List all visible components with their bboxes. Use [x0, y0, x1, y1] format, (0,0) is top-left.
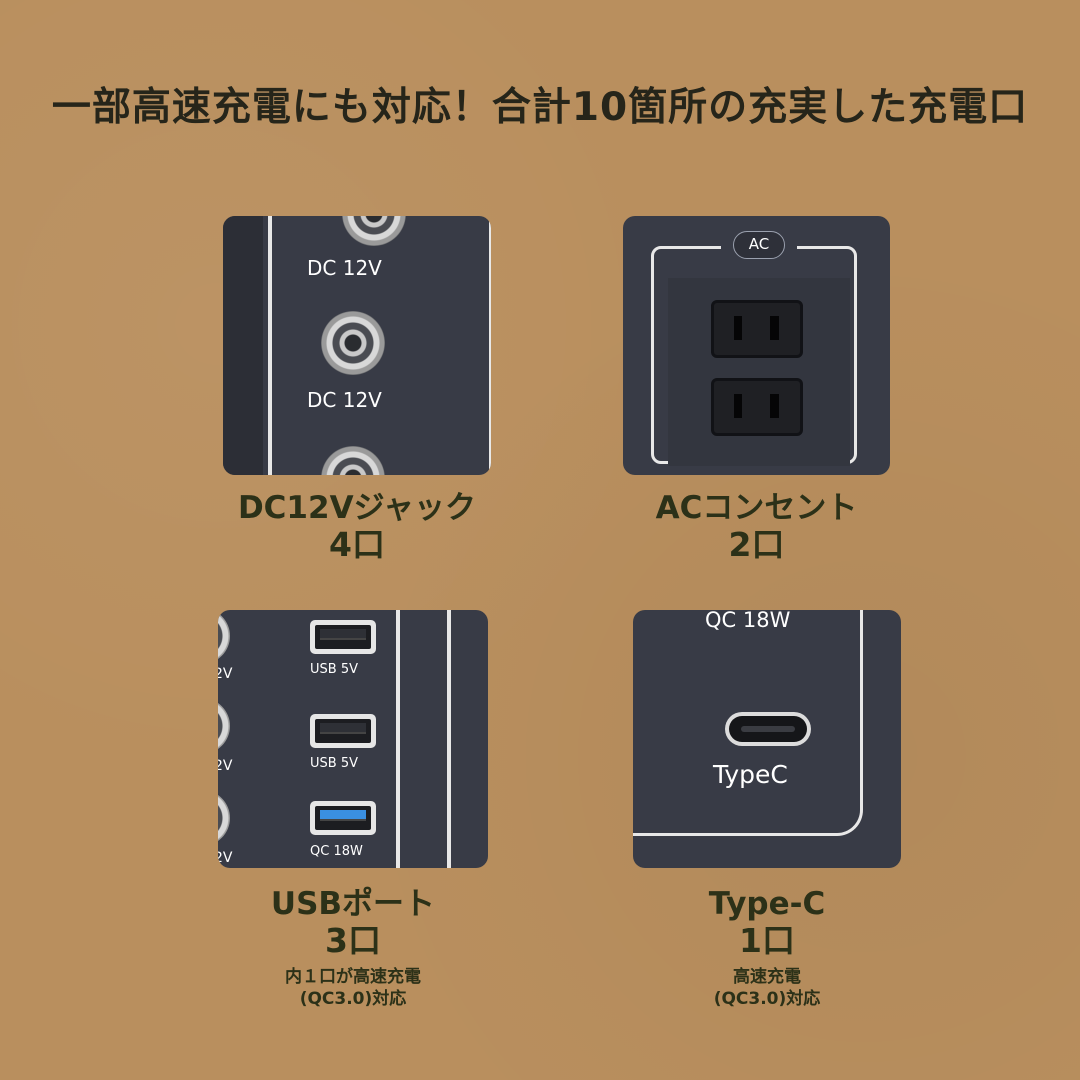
panel-border-line — [489, 216, 491, 475]
usb-port-2 — [310, 714, 376, 748]
dc-label-1: DC 12V — [307, 256, 382, 280]
headline: 一部高速充電にも対応！合計10箇所の充実した充電口 — [51, 85, 1029, 130]
ac-caption-count: 2口 — [728, 525, 785, 564]
usb-border-line-1 — [396, 610, 400, 868]
usb-border-line-2 — [447, 610, 451, 868]
dc-label-2: DC 12V — [307, 388, 382, 412]
usb-port-label-3: QC 18W — [310, 844, 363, 859]
typec-caption-note-2: (QC3.0)対応 — [713, 989, 821, 1009]
panel-edge-shadow — [223, 216, 263, 475]
usb-port-1 — [310, 620, 376, 654]
usb-caption-title: USBポート — [270, 886, 436, 922]
usb-side-jack-2 — [218, 698, 230, 754]
typec-port — [725, 712, 811, 746]
typec-caption-note-1: 高速充電 — [733, 967, 801, 987]
usb-caption-count: 3口 — [325, 921, 381, 960]
usb-port-3 — [310, 801, 376, 835]
typec-top-label: QC 18W — [705, 610, 791, 632]
usb-side-jack-1 — [218, 610, 230, 664]
usb-caption: USBポート 3口 内１口が高速充電 (QC3.0)対応 — [218, 886, 488, 1010]
ac-outlet-1 — [711, 300, 803, 358]
ac-caption-title: ACコンセント — [655, 490, 858, 526]
usb-side-jack-3 — [218, 790, 230, 846]
dc-jack-bottom — [321, 446, 385, 475]
usb-side-label-2: 2V — [218, 758, 233, 774]
usb-side-label-3: 2V — [218, 850, 233, 866]
typec-port-label: TypeC — [713, 760, 788, 789]
typec-caption: Type-C 1口 高速充電 (QC3.0)対応 — [633, 886, 901, 1010]
dc-jack-middle — [321, 311, 385, 375]
panel-border-line-left — [268, 216, 272, 475]
usb-port-label-2: USB 5V — [310, 756, 358, 771]
ac-outlet-photo: AC — [623, 216, 890, 475]
dc-caption-count: 4口 — [329, 525, 385, 564]
usb-caption-note-2: (QC3.0)対応 — [299, 989, 407, 1009]
ac-outlet-2 — [711, 378, 803, 436]
usb-caption-note-1: 内１口が高速充電 — [285, 967, 421, 987]
usb-port-photo: 2V 2V 2V USB 5V USB 5V QC 18W — [218, 610, 488, 868]
usb-side-label-1: 2V — [218, 666, 233, 682]
ac-badge-label: AC — [748, 235, 770, 253]
ac-caption: ACコンセント 2口 — [623, 490, 890, 564]
typec-caption-title: Type-C — [708, 886, 826, 922]
typec-frame-line — [633, 610, 863, 836]
dc-caption: DC12Vジャック 4口 — [223, 490, 491, 564]
usb-port-label-1: USB 5V — [310, 662, 358, 677]
dc-caption-title: DC12Vジャック — [237, 490, 477, 526]
typec-port-photo: QC 18W TypeC — [633, 610, 901, 868]
dc-jack-photo: DC 12V DC 12V — [223, 216, 491, 475]
dc-jack-top — [342, 216, 406, 246]
typec-caption-count: 1口 — [739, 921, 795, 960]
ac-badge: AC — [733, 231, 785, 259]
